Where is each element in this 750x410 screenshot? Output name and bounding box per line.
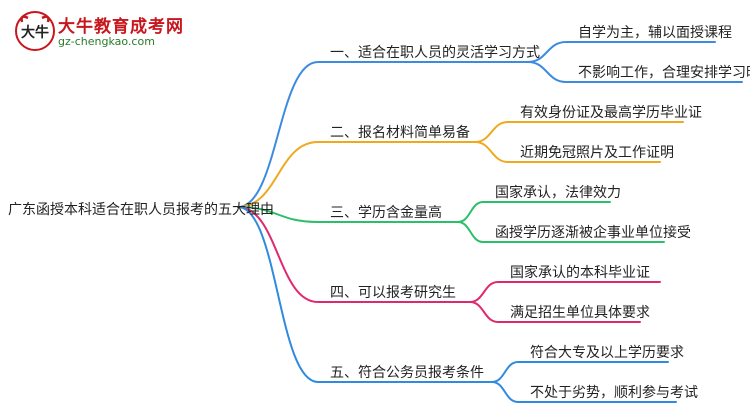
leaf-connector	[491, 361, 669, 383]
leaf-connector	[469, 301, 641, 323]
leaf-label: 自学为主，辅以面授课程	[578, 25, 732, 41]
bull-logo-icon: 大牛	[15, 11, 55, 51]
mindmap-root: 广东函授本科适合在职人员报考的五大理由	[8, 202, 274, 218]
branch-label: 四、可以报考研究生	[330, 285, 456, 301]
leaf-label: 函授学历逐渐被企事业单位接受	[495, 225, 691, 241]
branch-label: 五、符合公务员报考条件	[330, 365, 484, 381]
leaf-connector	[527, 61, 743, 83]
branch-connector	[237, 141, 476, 208]
leaf-label: 不影响工作，合理安排学习时间	[578, 65, 750, 81]
brand-url: gz-chengkao.com	[58, 35, 155, 48]
branch-label: 一、适合在职人员的灵活学习方式	[330, 45, 540, 61]
leaf-label: 符合大专及以上学历要求	[530, 345, 684, 361]
leaf-label: 国家承认的本科毕业证	[510, 265, 650, 281]
branch-connector	[237, 206, 471, 303]
branch-label: 三、学历含金量高	[330, 205, 442, 221]
leaf-connector	[469, 281, 661, 303]
site-logo[interactable]: 大牛 大牛教育成考网 gz-chengkao.com	[14, 10, 183, 54]
branch-connector	[237, 206, 493, 383]
branch-connector	[237, 206, 459, 223]
leaf-connector	[491, 381, 677, 403]
leaf-label: 满足招生单位具体要求	[510, 305, 650, 321]
leaf-connector	[474, 121, 684, 143]
leaf-label: 不处于劣势，顺利参与考试	[530, 385, 698, 401]
leaf-label: 国家承认，法律效力	[495, 185, 621, 201]
leaf-label: 有效身份证及最高学历毕业证	[520, 105, 702, 121]
branch-connector	[237, 61, 529, 208]
branch-label: 二、报名材料简单易备	[330, 125, 470, 141]
leaf-label: 近期免冠照片及工作证明	[520, 145, 674, 161]
leaf-connector	[474, 141, 661, 163]
leaf-connector	[457, 201, 611, 223]
leaf-connector	[527, 41, 716, 63]
leaf-connector	[457, 221, 665, 243]
brand-name: 大牛教育成考网	[58, 17, 184, 37]
logo-mark-text: 大牛	[21, 24, 49, 41]
